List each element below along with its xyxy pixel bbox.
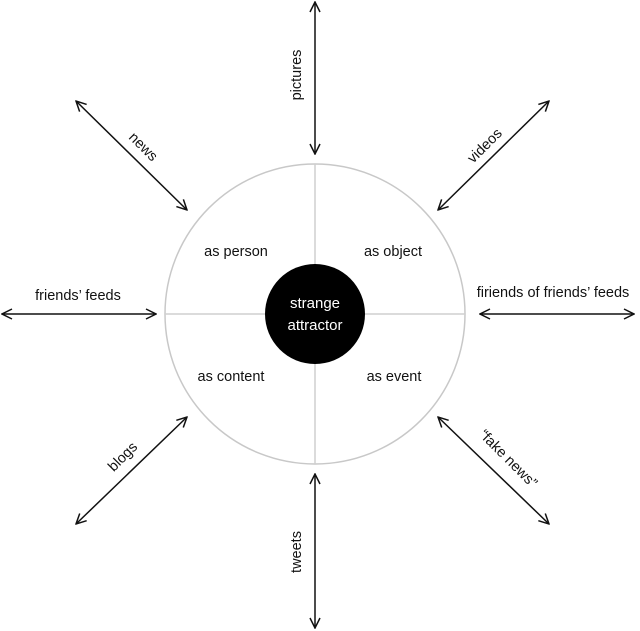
arrow-label-pictures: pictures [289,50,305,101]
arrow-label-videos: videos [465,126,506,167]
center-label-line2: attractor [287,317,342,334]
quadrant-label-event: as event [367,369,422,385]
arrow-label-friends-feeds: friends’ feeds [35,288,121,304]
arrow-label-news: news [125,130,160,165]
center-label-line1: strange [290,295,340,312]
arrow-bottom-right [438,417,549,524]
arrow-label-friends-of-friends-feeds: firiends of friends’ feeds [477,285,630,301]
arrow-bottom-left [76,417,187,524]
arrow-label-fake-news: “fake news” [476,427,540,491]
quadrant-label-object: as object [364,244,422,260]
arrow-top-left [76,101,187,210]
arrow-top-right [438,101,549,210]
arrow-label-tweets: tweets [289,531,305,573]
strange-attractor-node [265,264,365,364]
quadrant-label-content: as content [198,369,265,385]
arrow-label-blogs: blogs [105,439,141,475]
quadrant-label-person: as person [204,244,268,260]
